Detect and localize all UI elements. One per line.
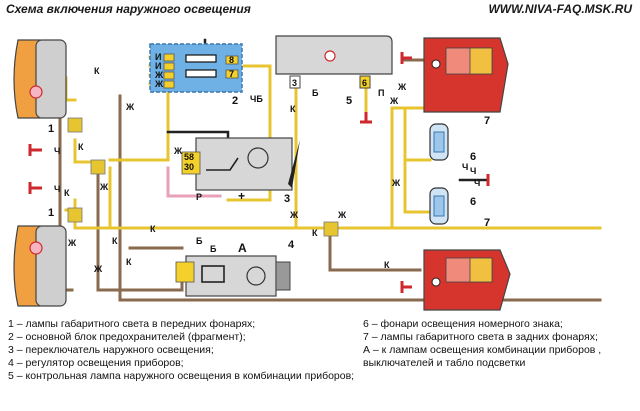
wire-letter: Ч <box>470 166 476 176</box>
switch-terminal: 30 <box>184 162 194 172</box>
wire-letter: Б <box>196 236 203 246</box>
rear-lamp-lower <box>423 249 511 311</box>
wire-letter: Ч <box>54 184 60 194</box>
wire-letter: К <box>64 188 70 198</box>
wire-letter: К <box>78 142 84 152</box>
wire-letter: К <box>384 260 390 270</box>
wire-yellow-fl-split <box>73 138 100 164</box>
rear-lamp-upper <box>423 37 509 113</box>
fuse-letter: Ж <box>154 70 164 80</box>
lamp5-terminal: 3 <box>292 78 297 88</box>
switch-terminal: 58 <box>184 152 194 162</box>
front-lamp-lower <box>13 225 67 307</box>
wire-letter: Ж <box>125 102 135 112</box>
ground-lamp5 <box>360 112 372 124</box>
wire-letter: Ж <box>337 210 347 220</box>
lamp5-terminal: П <box>378 88 384 98</box>
fuse-number: 8 <box>229 55 234 65</box>
connector-hub <box>90 159 106 175</box>
wire-letter: К <box>126 257 132 267</box>
lamp5-terminal: 6 <box>362 78 367 88</box>
front-lamp-upper <box>13 39 67 119</box>
ground-rear-bottom <box>400 281 412 293</box>
legend-right: 6 – фонари освещения номерного знака; 7 … <box>363 318 635 370</box>
legend-item: 4 – регулятор освещения приборов; <box>8 356 184 369</box>
callout-4: 4 <box>288 239 295 251</box>
callout-1-upper: 1 <box>48 123 54 135</box>
wire-letter: К <box>112 236 118 246</box>
wire-letter: Ж <box>99 182 109 192</box>
callout-3: 3 <box>284 193 290 205</box>
callout-7-upper: 7 <box>484 115 490 127</box>
wire-letter: ЧБ <box>250 94 263 104</box>
connector-fl1 <box>67 117 83 133</box>
ground-rear-top <box>400 52 412 64</box>
fuse-letter: И <box>155 61 161 71</box>
callout-1-lower: 1 <box>48 207 54 219</box>
legend-item: 3 – переключатель наружного освещения; <box>8 343 214 356</box>
wire-letter: К <box>150 224 156 234</box>
wire-letter: Ж <box>389 96 399 106</box>
wire-letter: Ж <box>93 264 103 274</box>
lamp6-letter: Ч <box>474 178 480 188</box>
wire-letter: К <box>94 66 100 76</box>
legend-left: 1 – лампы габаритного света в передних ф… <box>8 318 358 383</box>
connector-rear <box>323 221 339 237</box>
callout-2: 2 <box>232 95 238 107</box>
callout-6-upper: 6 <box>470 151 476 163</box>
plate-lamp-lower <box>429 187 449 225</box>
legend-item: 2 – основной блок предохранителей (фрагм… <box>8 330 246 343</box>
callout-7-lower: 7 <box>484 217 490 229</box>
connector-fl2 <box>67 207 83 223</box>
wire-yellow-main <box>108 58 170 162</box>
wire-pink-sw-r <box>166 166 222 198</box>
lamp5-terminal: Б <box>312 88 319 98</box>
fuse-letter: Ж <box>154 79 164 89</box>
fuse-number: 7 <box>229 69 234 79</box>
regulator-a: A <box>238 241 247 255</box>
plate-lamp-upper <box>429 123 449 161</box>
wire-yellow-fl-top <box>64 76 77 102</box>
callout-5: 5 <box>346 95 352 107</box>
wire-letter: Ж <box>391 178 401 188</box>
wire-letter: Ж <box>397 82 407 92</box>
legend-item: 6 – фонари освещения номерного знака; <box>363 318 563 330</box>
legend-item: 1 – лампы габаритного света в передних ф… <box>8 318 256 330</box>
switch-plus: + <box>238 189 245 203</box>
wire-yellow-bus <box>108 166 602 230</box>
indicator-lamp-5 <box>275 35 393 89</box>
wire-letter: К <box>312 228 318 238</box>
wire-letter: Ж <box>289 210 299 220</box>
wire-yellow-l6a <box>403 106 432 162</box>
diagram-title: Схема включения наружного освещения <box>6 2 251 16</box>
fuse-block <box>149 43 243 93</box>
site-url: WWW.NIVA-FAQ.MSK.RU <box>488 2 632 16</box>
legend-item: А – к лампам освещения комбинации прибор… <box>363 343 602 369</box>
regulator-wire: Б <box>210 244 217 254</box>
wire-letter: Ч <box>54 146 60 156</box>
wire-letter: К <box>290 104 296 114</box>
wire-letter: Ж <box>173 146 183 156</box>
wire-letter: Ж <box>67 238 77 248</box>
light-switch <box>181 137 300 191</box>
ground-fl-2 <box>28 182 42 194</box>
callout-6-lower: 6 <box>470 196 476 208</box>
brightness-regulator <box>175 255 291 297</box>
ground-fl-1 <box>28 144 42 156</box>
lamp6-letter: Ч <box>462 162 468 172</box>
wire-yellow-l6b <box>403 158 432 214</box>
wire-brown-to-rear <box>328 230 422 272</box>
legend-item: 7 – лампы габаритного света в задних фон… <box>363 330 598 343</box>
switch-output-letter: Р <box>196 192 202 202</box>
fuse-letter: И <box>155 52 161 62</box>
legend-item: 5 – контрольная лампа наружного освещени… <box>8 369 355 382</box>
